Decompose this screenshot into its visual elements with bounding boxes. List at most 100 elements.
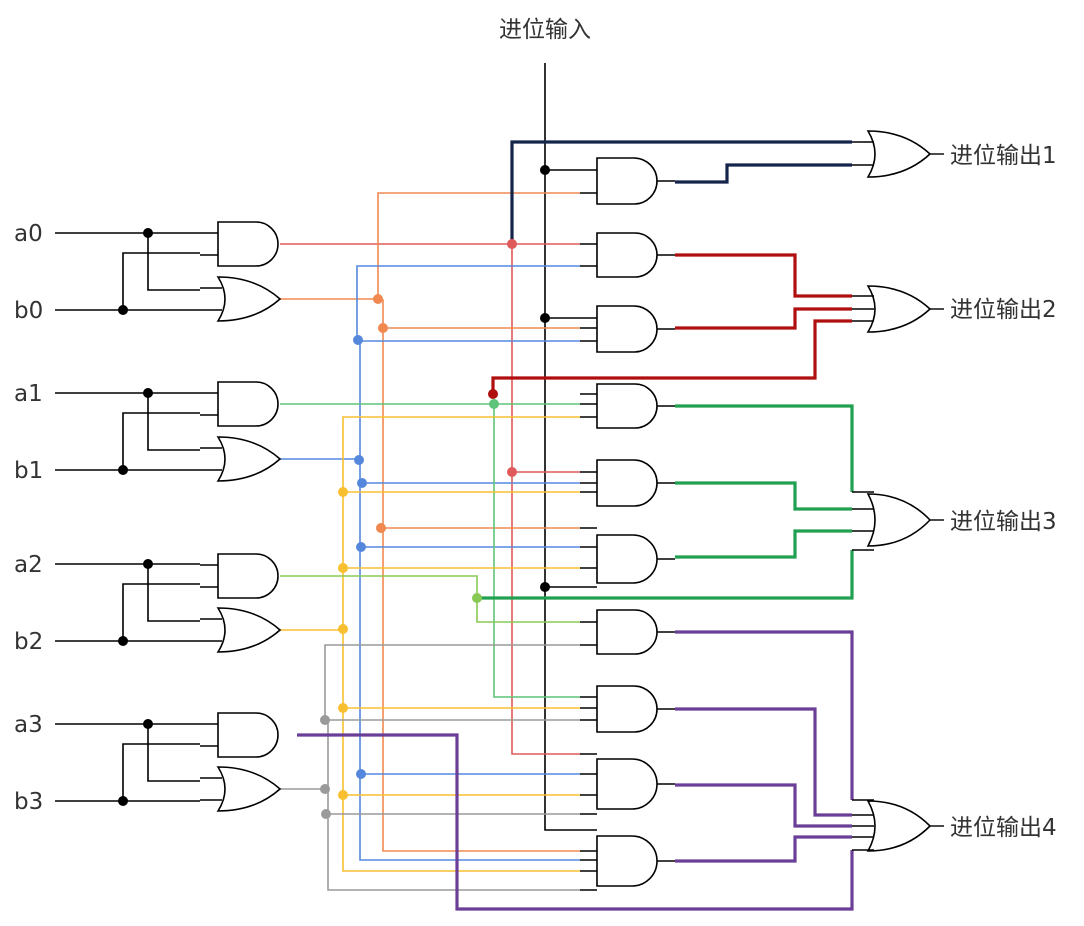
carry-and-gate-2 <box>596 232 658 278</box>
p3-junction-1 <box>320 715 330 725</box>
p1-bus-wire <box>356 265 580 861</box>
carry-out-or-gate-2 <box>866 285 932 333</box>
cin-junction-3 <box>540 582 550 592</box>
p2-junction-4 <box>338 703 348 713</box>
logic-gates <box>200 130 944 891</box>
b0-junction-dot <box>118 305 128 315</box>
input-a3-label: a3 <box>14 712 43 738</box>
cin-junction-2 <box>540 313 550 323</box>
c2-bus-3 <box>491 319 852 394</box>
c4-bus-3 <box>675 783 852 828</box>
cin-junction-1 <box>540 165 550 175</box>
p2-junction-3 <box>338 624 348 634</box>
propagate-or-gate-0 <box>216 276 282 322</box>
input-b2-label: b2 <box>14 629 43 655</box>
c4-bus-4 <box>675 835 852 863</box>
b2-to-and-wire <box>122 583 200 641</box>
a2-to-or-wire <box>147 564 200 622</box>
p2-junction-1 <box>338 487 348 497</box>
carry-out-3-label: 进位输出3 <box>950 509 1057 535</box>
carry-in-wire <box>544 63 580 831</box>
propagate-or-gate-1 <box>216 436 282 482</box>
b3-junction-dot <box>118 796 128 806</box>
p3-junction-2 <box>320 784 330 794</box>
c1-g0-bus <box>510 140 852 244</box>
c2-bus-1 <box>675 253 852 298</box>
a3-to-or-wire <box>147 724 200 782</box>
a0-junction-dot <box>143 228 153 238</box>
b1-junction-dot <box>118 465 128 475</box>
p0-junction-2 <box>378 323 388 333</box>
input-b3-label: b3 <box>14 789 43 815</box>
p0-bus-wire <box>377 192 580 852</box>
carry-out-4-label: 进位输出4 <box>950 815 1057 841</box>
input-a2-label: a2 <box>14 552 43 578</box>
c4-bus-5 <box>297 733 854 911</box>
carry-out-or-gate-4 <box>866 800 932 852</box>
b3-to-and-wire <box>122 743 200 801</box>
p2-junction-2 <box>338 563 348 573</box>
p0-junction-1 <box>373 294 383 304</box>
c2-junction <box>488 389 498 399</box>
g0-junction-1 <box>507 239 517 249</box>
a0-to-or-wire <box>147 233 200 291</box>
b0-to-and-wire <box>122 252 200 310</box>
p1-junction-4 <box>356 542 366 552</box>
carry-out-or-gate-3 <box>866 493 932 547</box>
carry-and-gate-3 <box>596 305 658 353</box>
p3-bus-wire <box>324 644 580 891</box>
carry-and-gate-9 <box>596 758 658 810</box>
input-a0-label: a0 <box>14 221 43 247</box>
a1-junction-dot <box>143 388 153 398</box>
g0-junction-2 <box>507 467 517 477</box>
carry-and-gate-5 <box>596 459 658 507</box>
c4-bus-2 <box>675 707 852 817</box>
g1-junction <box>489 399 499 409</box>
c3-bus-1 <box>675 404 854 492</box>
input-b0-label: b0 <box>14 298 43 324</box>
b1-to-and-wire <box>122 412 200 470</box>
c3-bus-2 <box>675 481 852 511</box>
carry-in-label: 进位输入 <box>499 17 591 43</box>
carry-and-gate-10 <box>596 835 658 887</box>
p3-junction-3 <box>321 809 331 819</box>
carry-out-2-label: 进位输出2 <box>950 297 1057 323</box>
p1-junction-2 <box>354 455 364 465</box>
carry-and-gate-8 <box>596 685 658 733</box>
generate-and-gate-1 <box>217 381 279 427</box>
a3-junction-dot <box>143 719 153 729</box>
g2-junction <box>472 593 482 603</box>
c3-bus-3 <box>675 529 852 559</box>
carry-out-or-gate-1 <box>866 130 932 178</box>
carry-and-gate-1 <box>596 157 658 205</box>
input-b1-label: b1 <box>14 458 43 484</box>
signal-wires <box>55 63 580 891</box>
a1-to-or-wire <box>147 393 200 451</box>
g0-bus-wire <box>511 244 580 755</box>
b2-junction-dot <box>118 636 128 646</box>
c4-bus-1 <box>675 630 854 800</box>
g1-bus-wire <box>493 404 580 698</box>
p2-junction-5 <box>338 790 348 800</box>
c2-bus-2 <box>675 307 852 330</box>
p1-junction-5 <box>356 769 366 779</box>
p1-junction-3 <box>357 478 367 488</box>
generate-and-gate-0 <box>217 221 279 267</box>
input-a1-label: a1 <box>14 381 43 407</box>
c3-bus-4 <box>477 550 854 600</box>
propagate-or-gate-2 <box>216 607 282 653</box>
a2-junction-dot <box>143 559 153 569</box>
p0-junction-3 <box>376 523 386 533</box>
c1-and-bus <box>675 163 852 184</box>
carry-buses <box>297 140 854 911</box>
p1-junction-1 <box>353 335 363 345</box>
carry-and-gate-7 <box>596 609 658 655</box>
carry-and-gate-4 <box>596 383 658 429</box>
generate-and-gate-2 <box>217 553 279 599</box>
junction-dots <box>118 165 550 819</box>
carry-out-1-label: 进位输出1 <box>950 143 1057 169</box>
p2-bus-wire <box>342 416 580 872</box>
generate-and-gate-3 <box>217 712 279 758</box>
carry-and-gate-6 <box>596 534 658 584</box>
